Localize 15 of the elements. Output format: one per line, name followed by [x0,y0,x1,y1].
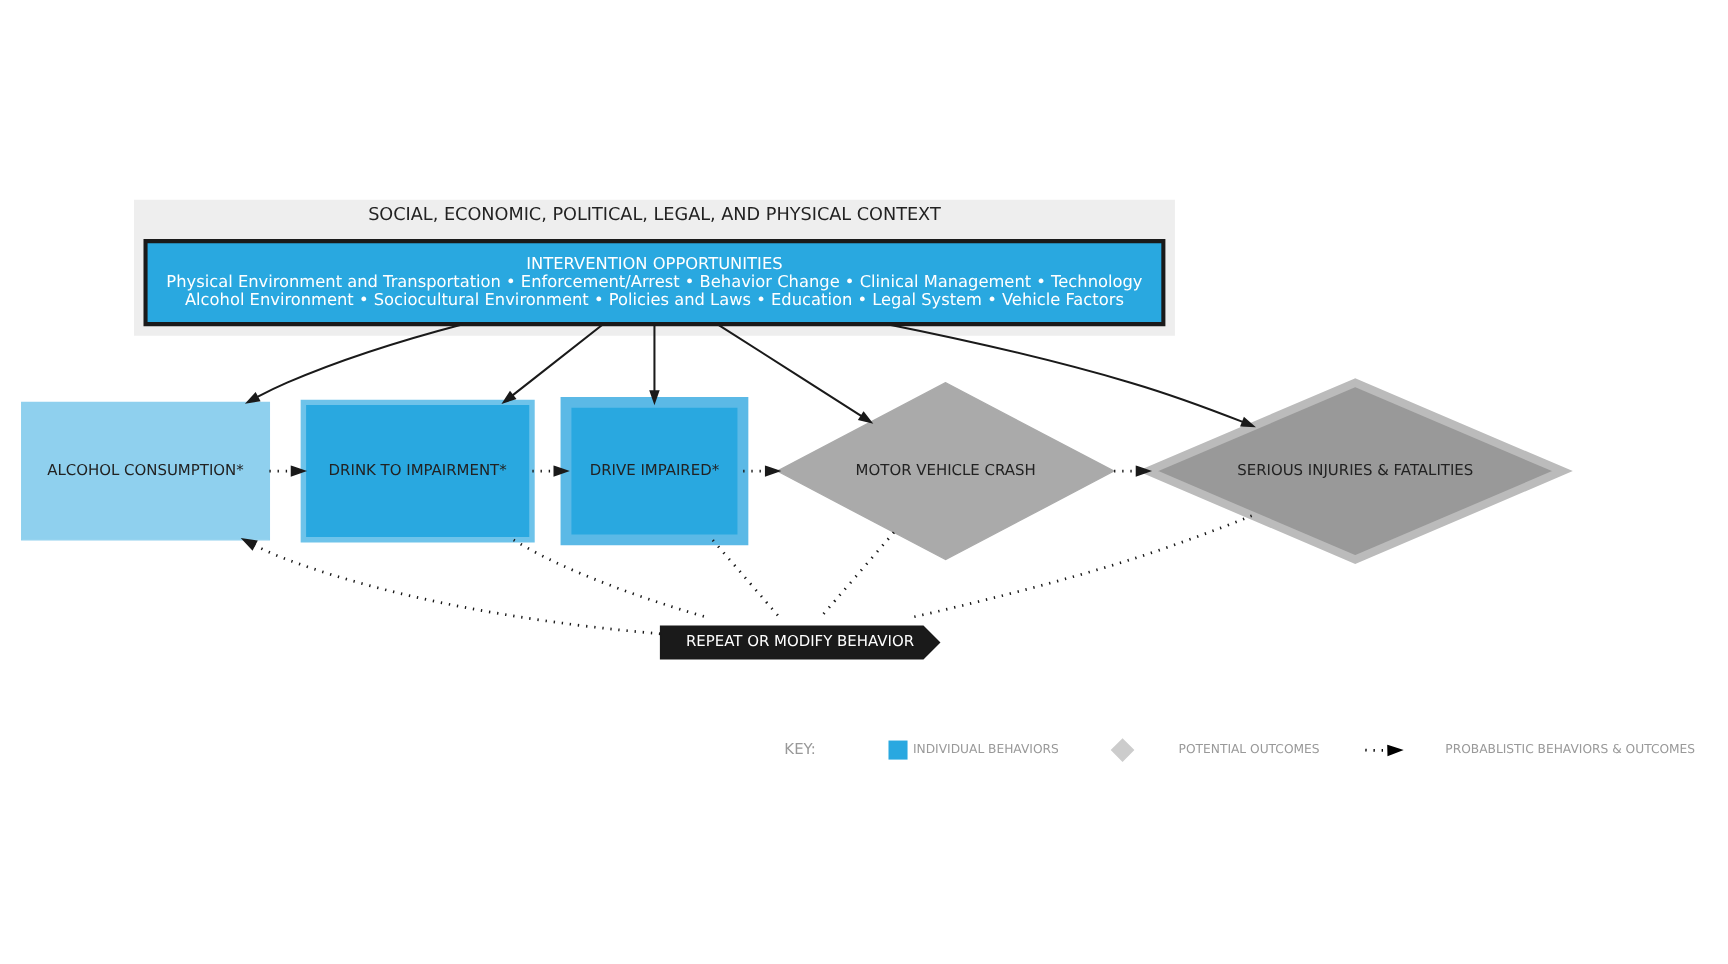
connector [819,531,895,619]
arrow [532,465,570,477]
arrow [1114,465,1153,477]
arrow [244,323,464,404]
connector [711,539,781,619]
connector [908,514,1253,620]
arrow [501,323,604,405]
arrow [240,538,661,636]
arrow [269,465,308,477]
connector [512,538,710,620]
node-box: INTERVENTION OPPORTUNITIES Physical Environment and Transportation • Enforcement/Arrest • Behavior Change • Clinical Management • Technology Alcohol Environment • Sociocultural Environment • Policies and Laws • Education • Legal System • Vehicle Factors [143,239,1166,327]
arrow [743,465,782,477]
arrow [886,323,1256,428]
arrow [649,324,660,406]
arrow [717,323,874,424]
